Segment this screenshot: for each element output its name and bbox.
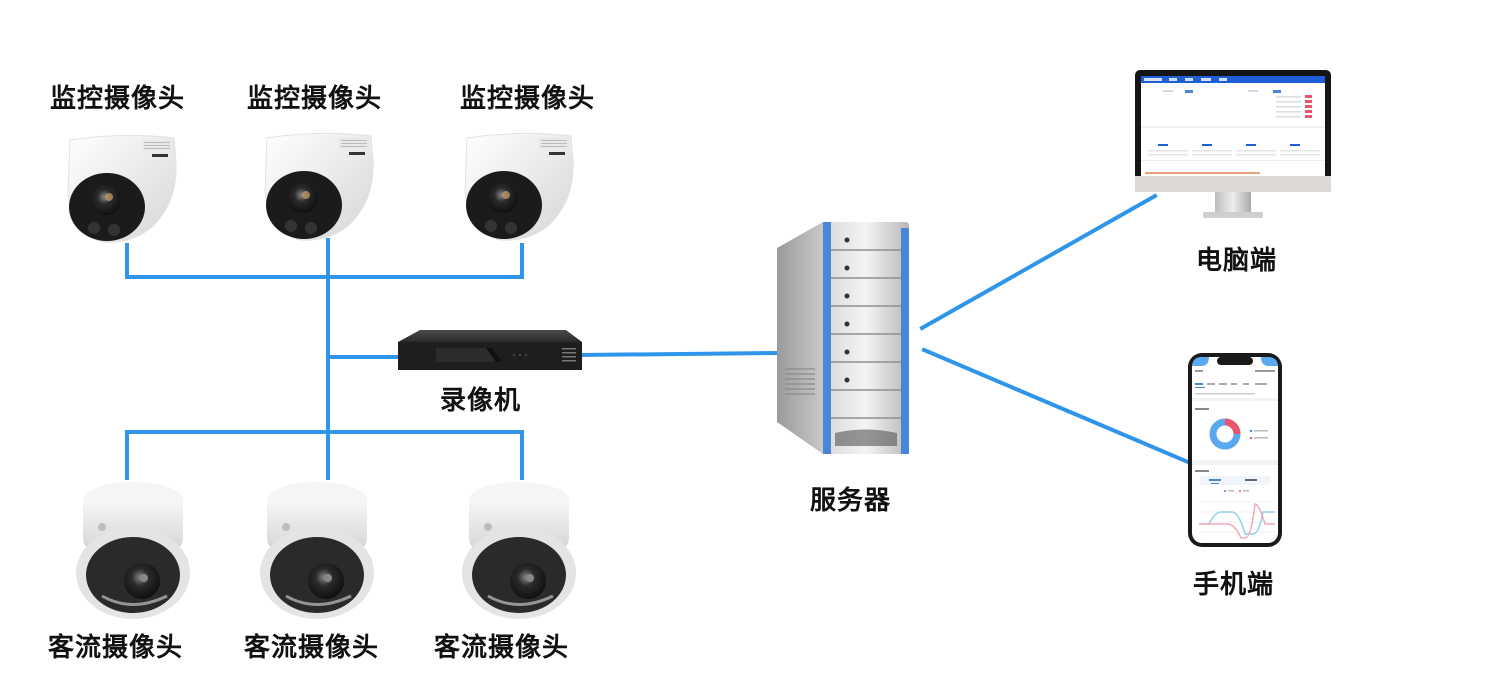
turret-camera-icon — [464, 132, 574, 241]
turret-camera-icon — [264, 132, 374, 241]
surveillance-camera-2 — [259, 130, 381, 245]
wire-server-to-mobile — [921, 347, 1191, 465]
traffic-camera-1 — [72, 478, 194, 620]
traffic-camera-3 — [458, 478, 580, 620]
traffic-camera-1-label: 客流摄像头 — [48, 633, 184, 663]
server-label: 服务器 — [810, 486, 892, 516]
surveillance-camera-1 — [62, 132, 184, 247]
nvr-icon — [398, 330, 582, 370]
dome-camera-icon — [76, 482, 190, 619]
surveillance-camera-3-label: 监控摄像头 — [460, 84, 596, 114]
surveillance-camera-3 — [459, 130, 581, 245]
mobile-label: 手机端 — [1193, 570, 1275, 600]
wire-server-to-desktop — [919, 193, 1158, 331]
server — [775, 218, 915, 458]
wire-bottom-cameras — [125, 430, 524, 480]
nvr-device — [396, 328, 584, 374]
dome-camera-icon — [260, 482, 374, 619]
traffic-camera-2 — [256, 478, 378, 620]
traffic-camera-3-label: 客流摄像头 — [434, 633, 570, 663]
server-tower-icon — [777, 222, 909, 454]
turret-camera-icon — [67, 134, 177, 243]
smartphone-icon — [1188, 353, 1282, 547]
desktop-monitor — [1133, 68, 1333, 224]
traffic-camera-2-label: 客流摄像头 — [244, 633, 380, 663]
wire-nvr-to-server — [577, 350, 781, 358]
dome-camera-icon — [462, 482, 576, 619]
desktop-label: 电脑端 — [1196, 246, 1278, 276]
desktop-monitor-icon — [1135, 70, 1331, 218]
surveillance-camera-1-label: 监控摄像头 — [50, 84, 186, 114]
smartphone — [1187, 352, 1283, 548]
nvr-label: 录像机 — [440, 386, 522, 416]
wire-top-cameras — [125, 243, 524, 279]
surveillance-camera-2-label: 监控摄像头 — [247, 84, 383, 114]
